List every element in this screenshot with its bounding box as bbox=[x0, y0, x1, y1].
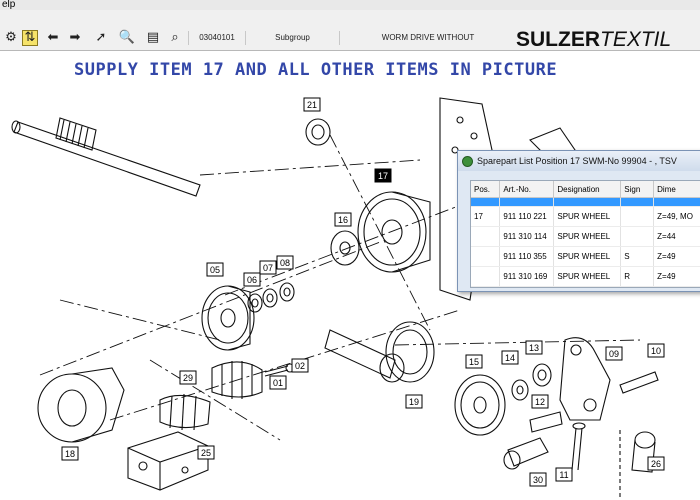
cell-sign bbox=[620, 206, 655, 227]
binoculars-icon[interactable]: ⌕ bbox=[171, 30, 179, 45]
app-icon bbox=[462, 156, 473, 168]
callout-label: 19 bbox=[409, 397, 419, 407]
cell-designation: SPUR WHEEL bbox=[553, 246, 622, 267]
callout-label: 10 bbox=[651, 346, 661, 356]
dialog-title-bar[interactable]: Sparepart List Position 17 SWM-No 99904 … bbox=[458, 151, 700, 171]
brand-logo: SULZERTEXTIL bbox=[516, 28, 672, 51]
callout-label: 15 bbox=[469, 357, 479, 367]
cell-dimension: Z=44 bbox=[653, 226, 700, 247]
callout-label: 21 bbox=[307, 100, 317, 110]
col-designation[interactable]: Designation bbox=[553, 181, 622, 198]
callout-label: 26 bbox=[651, 459, 661, 469]
sparepart-grid[interactable]: Pos. Art.-No. Designation Sign Dime 17 9… bbox=[470, 180, 700, 288]
callout-label: 09 bbox=[609, 349, 619, 359]
callout-06[interactable]: 06 bbox=[243, 272, 261, 287]
cell-sign: S bbox=[620, 246, 655, 267]
callout-26[interactable]: 26 bbox=[647, 456, 665, 471]
callout-13[interactable]: 13 bbox=[525, 340, 543, 355]
table-row[interactable]: 911 310 169 SPUR WHEEL R Z=49 bbox=[471, 266, 700, 287]
callout-label: 13 bbox=[529, 343, 539, 353]
dialog-title: Sparepart List Position 17 SWM-No 99904 … bbox=[477, 156, 677, 166]
zoom-icon[interactable]: 🔍 bbox=[118, 30, 136, 45]
grid-header: Pos. Art.-No. Designation Sign Dime bbox=[471, 181, 700, 198]
cell-dimension: Z=49 bbox=[653, 266, 700, 287]
callout-label: 07 bbox=[263, 263, 273, 273]
pointer-icon[interactable]: ➚ bbox=[95, 30, 107, 45]
table-row[interactable]: 17 911 110 221 SPUR WHEEL Z=49, MO bbox=[471, 206, 700, 227]
callout-11[interactable]: 11 bbox=[555, 467, 573, 482]
tool-icon[interactable]: ⚙ bbox=[5, 30, 17, 45]
number-field: 03040101 bbox=[188, 31, 245, 45]
callout-label: 30 bbox=[533, 475, 543, 485]
back-arrow-icon[interactable]: ⬅ bbox=[47, 30, 59, 45]
callout-label: 08 bbox=[280, 258, 290, 268]
cell-art-no: 911 110 221 bbox=[499, 206, 555, 227]
exploded-drawing bbox=[11, 97, 659, 500]
cell-pos bbox=[471, 246, 501, 267]
callout-05[interactable]: 05 bbox=[206, 262, 224, 277]
cell-art-no: 911 310 169 bbox=[499, 266, 555, 287]
cell-pos bbox=[471, 226, 501, 247]
callout-01[interactable]: 01 bbox=[269, 375, 287, 390]
selected-row[interactable] bbox=[471, 197, 700, 207]
col-dimension[interactable]: Dime bbox=[653, 181, 700, 198]
callout-label: 14 bbox=[505, 353, 515, 363]
cell-art-no: 911 310 114 bbox=[499, 226, 555, 247]
cell-dimension: Z=49, MO bbox=[653, 206, 700, 227]
table-row[interactable]: 911 110 355 SPUR WHEEL S Z=49 bbox=[471, 246, 700, 267]
cell-dimension: Z=49 bbox=[653, 246, 700, 267]
col-art-no[interactable]: Art.-No. bbox=[499, 181, 555, 198]
callout-15[interactable]: 15 bbox=[465, 354, 483, 369]
toolbar: ⚙ ⇅ ⬅ ➡ ➚ 🔍 ▤ ⌕ 03040101 Subgroup WORM D… bbox=[0, 10, 700, 51]
callout-25[interactable]: 25 bbox=[197, 445, 215, 460]
refresh-icon[interactable]: ⇅ bbox=[22, 30, 38, 46]
callout-21[interactable]: 21 bbox=[303, 97, 321, 112]
callout-19[interactable]: 19 bbox=[405, 394, 423, 409]
document-icon[interactable]: ▤ bbox=[146, 30, 160, 45]
col-pos[interactable]: Pos. bbox=[471, 181, 501, 198]
callout-label: 16 bbox=[338, 215, 348, 225]
callout-07[interactable]: 07 bbox=[259, 260, 277, 275]
callout-12[interactable]: 12 bbox=[531, 394, 549, 409]
callout-label: 05 bbox=[210, 265, 220, 275]
callout-02[interactable]: 02 bbox=[291, 358, 309, 373]
callout-30[interactable]: 30 bbox=[529, 472, 547, 487]
callout-14[interactable]: 14 bbox=[501, 350, 519, 365]
menu-bar: elp bbox=[0, 0, 700, 10]
cell-designation: SPUR WHEEL bbox=[553, 226, 622, 247]
callout-label: 06 bbox=[247, 275, 257, 285]
instruction-banner: SUPPLY ITEM 17 AND ALL OTHER ITEMS IN PI… bbox=[74, 60, 558, 80]
description-field: WORM DRIVE WITHOUT bbox=[339, 31, 516, 45]
callout-label: 02 bbox=[295, 361, 305, 371]
cell-pos bbox=[471, 266, 501, 287]
callout-label: 12 bbox=[535, 397, 545, 407]
sparepart-dialog[interactable]: Sparepart List Position 17 SWM-No 99904 … bbox=[457, 150, 700, 292]
callout-label: 18 bbox=[65, 449, 75, 459]
help-menu[interactable]: elp bbox=[2, 0, 16, 10]
table-row[interactable]: 911 310 114 SPUR WHEEL Z=44 bbox=[471, 226, 700, 247]
callout-29[interactable]: 29 bbox=[179, 370, 197, 385]
cell-sign bbox=[620, 226, 655, 247]
subgroup-field: Subgroup bbox=[245, 31, 339, 45]
cell-art-no: 911 110 355 bbox=[499, 246, 555, 267]
callout-10[interactable]: 10 bbox=[647, 343, 665, 358]
cell-designation: SPUR WHEEL bbox=[553, 206, 622, 227]
callout-09[interactable]: 09 bbox=[605, 346, 623, 361]
callout-label: 11 bbox=[559, 470, 568, 480]
callout-label: 25 bbox=[201, 448, 211, 458]
cell-pos: 17 bbox=[471, 206, 501, 227]
col-sign[interactable]: Sign bbox=[620, 181, 655, 198]
cell-sign: R bbox=[620, 266, 655, 287]
cell-designation: SPUR WHEEL bbox=[553, 266, 622, 287]
callout-17[interactable]: 17 bbox=[374, 168, 392, 183]
callout-label: 01 bbox=[273, 378, 283, 388]
callout-16[interactable]: 16 bbox=[334, 212, 352, 227]
callout-18[interactable]: 18 bbox=[61, 446, 79, 461]
callout-label: 17 bbox=[378, 171, 388, 181]
callout-08[interactable]: 08 bbox=[276, 255, 294, 270]
callout-label: 29 bbox=[183, 373, 193, 383]
forward-arrow-icon[interactable]: ➡ bbox=[69, 30, 81, 45]
